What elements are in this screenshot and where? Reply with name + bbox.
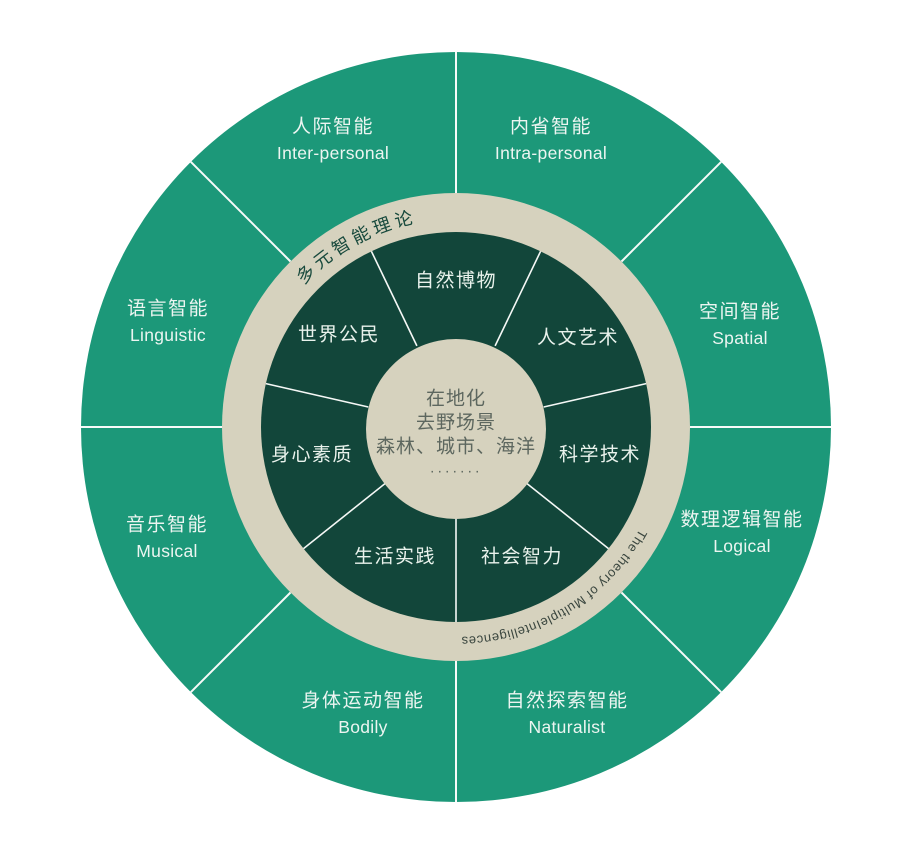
inner-label-life-practice: 生活实践: [354, 546, 436, 568]
outer-label-spatial-zh: 空间智能: [699, 301, 781, 323]
inner-label-humanities-arts: 人文艺术: [537, 327, 619, 349]
outer-label-musical-zh: 音乐智能: [126, 514, 208, 536]
inner-divider-line-1: [494, 250, 542, 347]
outer-label-bodily-en: Bodily: [338, 717, 387, 737]
outer-divider-line-upper-right: [620, 161, 722, 263]
inner-divider-line-3: [543, 382, 647, 408]
outer-label-intrapersonal-zh: 内省智能: [510, 116, 592, 138]
center-disc-text: 在地化 去野场景 森林、城市、海洋 ·······: [376, 388, 536, 480]
outer-label-interpersonal-en: Inter-personal: [277, 143, 389, 163]
center-text-line1: 在地化: [426, 388, 486, 410]
outer-label-bodily-zh: 身体运动智能: [301, 690, 424, 712]
inner-divider-line-5: [525, 482, 609, 550]
outer-divider-line-lower-right: [620, 591, 722, 693]
inner-sector-labels: 自然博物 人文艺术 科学技术 社会智力 生活实践 身心素质 世界公民: [271, 270, 641, 568]
center-disc-circle: [366, 339, 546, 519]
inner-divider-line-2: [370, 250, 418, 347]
outer-label-naturalist-en: Naturalist: [529, 717, 606, 737]
inner-divider-line-6: [303, 482, 387, 550]
outer-label-naturalist-zh: 自然探索智能: [505, 690, 628, 712]
inner-label-social-intelligence: 社会智力: [481, 546, 563, 568]
inner-divider-lines: [265, 250, 647, 622]
outer-label-linguistic-zh: 语言智能: [127, 298, 209, 320]
center-text-dots: ·······: [430, 463, 482, 480]
center-text-line3: 森林、城市、海洋: [376, 436, 536, 458]
outer-divider-line-lower-left: [190, 591, 292, 693]
inner-label-body-mind-quality: 身心素质: [271, 444, 353, 466]
outer-label-interpersonal-zh: 人际智能: [292, 116, 374, 138]
inner-label-world-citizen: 世界公民: [298, 324, 380, 346]
outer-label-musical-en: Musical: [136, 541, 197, 561]
inner-label-nature-museum: 自然博物: [415, 270, 497, 292]
inner-divider-line-4: [265, 382, 369, 408]
outer-label-logical-zh: 数理逻辑智能: [680, 509, 803, 531]
outer-divider-lines: [81, 52, 831, 802]
outer-label-spatial-en: Spatial: [712, 328, 768, 348]
center-text-line2: 去野场景: [416, 412, 496, 434]
inner-label-science-technology: 科学技术: [559, 444, 641, 466]
outer-sector-labels: 人际智能 Inter-personal 内省智能 Intra-personal …: [126, 116, 803, 738]
outer-divider-line-upper-left: [190, 161, 292, 263]
outer-label-linguistic-en: Linguistic: [130, 325, 206, 345]
outer-label-logical-en: Logical: [713, 536, 771, 556]
outer-label-intrapersonal-en: Intra-personal: [495, 143, 607, 163]
